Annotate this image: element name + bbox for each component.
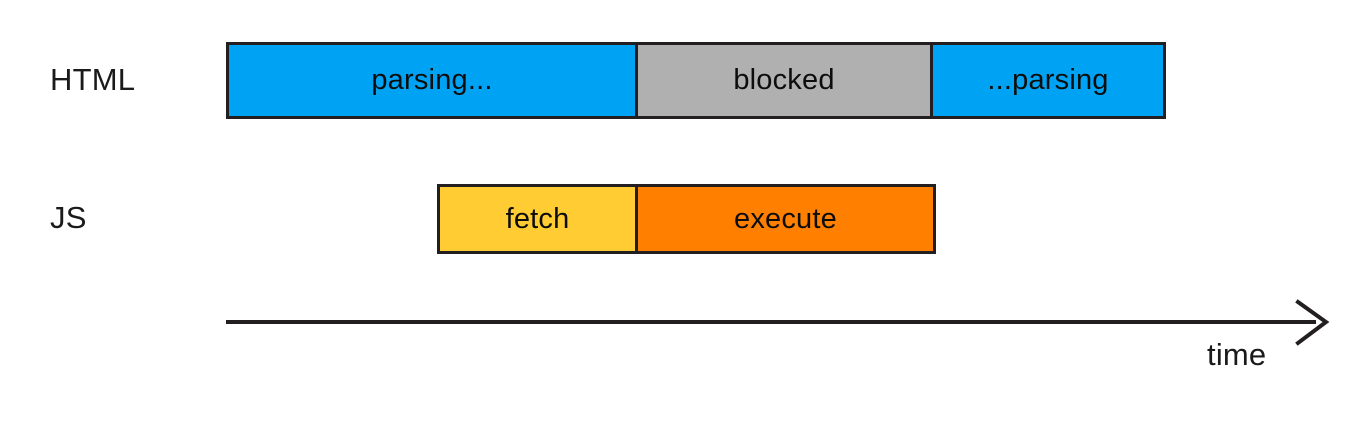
- segment-label: blocked: [733, 64, 835, 96]
- time-axis-arrow-icon: [226, 299, 1330, 346]
- timeline-track-js: fetch execute: [437, 184, 938, 254]
- segment-js-execute[interactable]: execute: [636, 184, 936, 254]
- axis-label-time: time: [1207, 337, 1267, 372]
- segment-html-blocked[interactable]: blocked: [636, 42, 933, 119]
- segment-label: execute: [734, 202, 837, 235]
- segment-js-fetch[interactable]: fetch: [437, 184, 638, 254]
- arrow-head-icon: [1295, 299, 1330, 346]
- segment-html-parsing-start[interactable]: parsing...: [226, 42, 638, 119]
- segment-label: parsing...: [371, 64, 493, 96]
- segment-label: ...parsing: [987, 64, 1109, 96]
- segment-label: fetch: [505, 202, 570, 235]
- row-label-html: HTML: [50, 62, 136, 97]
- timeline-track-html: parsing... blocked ...parsing: [226, 42, 1170, 119]
- segment-html-parsing-end[interactable]: ...parsing: [931, 42, 1166, 119]
- row-label-js: JS: [50, 200, 87, 235]
